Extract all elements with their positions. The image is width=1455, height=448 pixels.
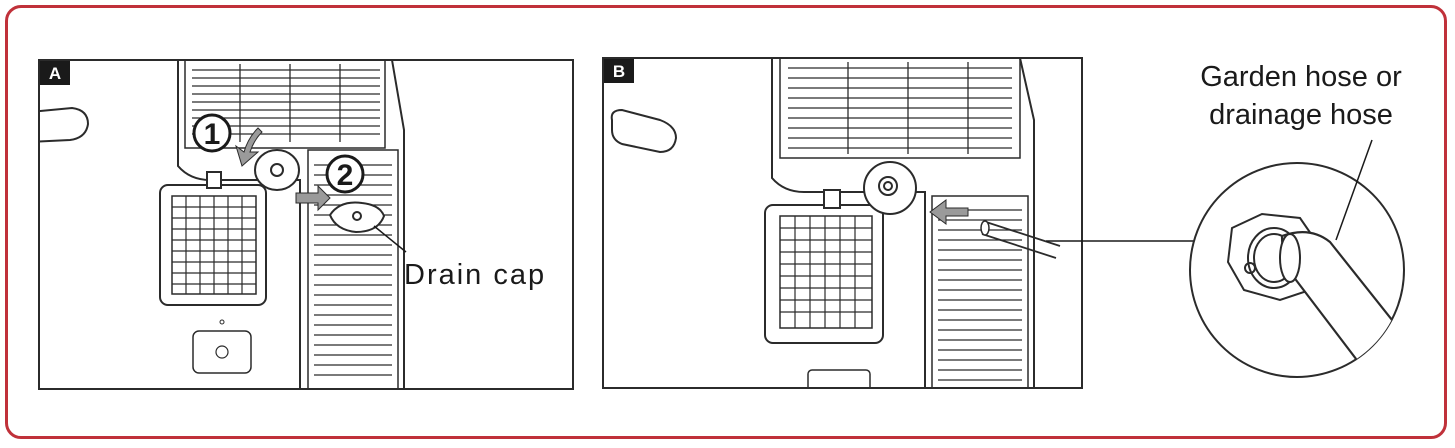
panel-a: 1 2 Drain cap A — [38, 59, 574, 390]
handle-slot-b — [610, 108, 678, 154]
drain-cap-leader-line — [373, 225, 407, 253]
outer-frame — [5, 5, 1447, 439]
step-1-number: 1 — [204, 118, 221, 151]
drain-port-nozzle — [270, 163, 284, 177]
panel-a-badge — [40, 61, 70, 85]
panel-b-border — [602, 57, 1083, 389]
fitting-screw — [1244, 262, 1256, 274]
unit-body-outline-b — [771, 58, 926, 388]
upper-grille-b — [779, 58, 1021, 159]
drain-cap-part — [328, 201, 386, 234]
panel-b-letter: B — [613, 62, 625, 81]
panel-b-badge — [604, 59, 634, 83]
panel-b: B — [602, 57, 1083, 389]
step-1-badge: 1 — [192, 113, 232, 153]
symbol-plate-b — [807, 369, 871, 388]
drain-port — [254, 149, 300, 191]
hose-label-line-1: Garden hose or — [1200, 61, 1402, 93]
step-2-badge: 2 — [325, 154, 365, 194]
drain-nozzle-core-b — [883, 181, 893, 191]
handle-slot — [39, 106, 90, 143]
hose-label-line-2: drainage hose — [1209, 99, 1393, 131]
drain-nozzle-b — [878, 176, 898, 196]
drain-port-b — [863, 161, 917, 215]
hose-leader-line — [1335, 139, 1373, 241]
filter-b — [764, 189, 884, 344]
symbol-plate — [192, 319, 252, 374]
panel-a-letter: A — [49, 64, 61, 83]
hose-end — [981, 221, 1061, 259]
unit-side-edge — [391, 60, 405, 389]
drain-cap-label: Drain cap — [404, 259, 546, 291]
filter-a — [159, 171, 267, 306]
unit-side-edge-b — [1019, 58, 1035, 388]
rotate-arrow-icon — [235, 127, 263, 167]
zoom-detail — [1189, 139, 1405, 378]
step-2-number: 2 — [337, 159, 354, 192]
insert-arrow-icon — [929, 199, 969, 225]
panel-a-border — [38, 59, 574, 390]
pull-arrow-icon — [295, 184, 331, 212]
